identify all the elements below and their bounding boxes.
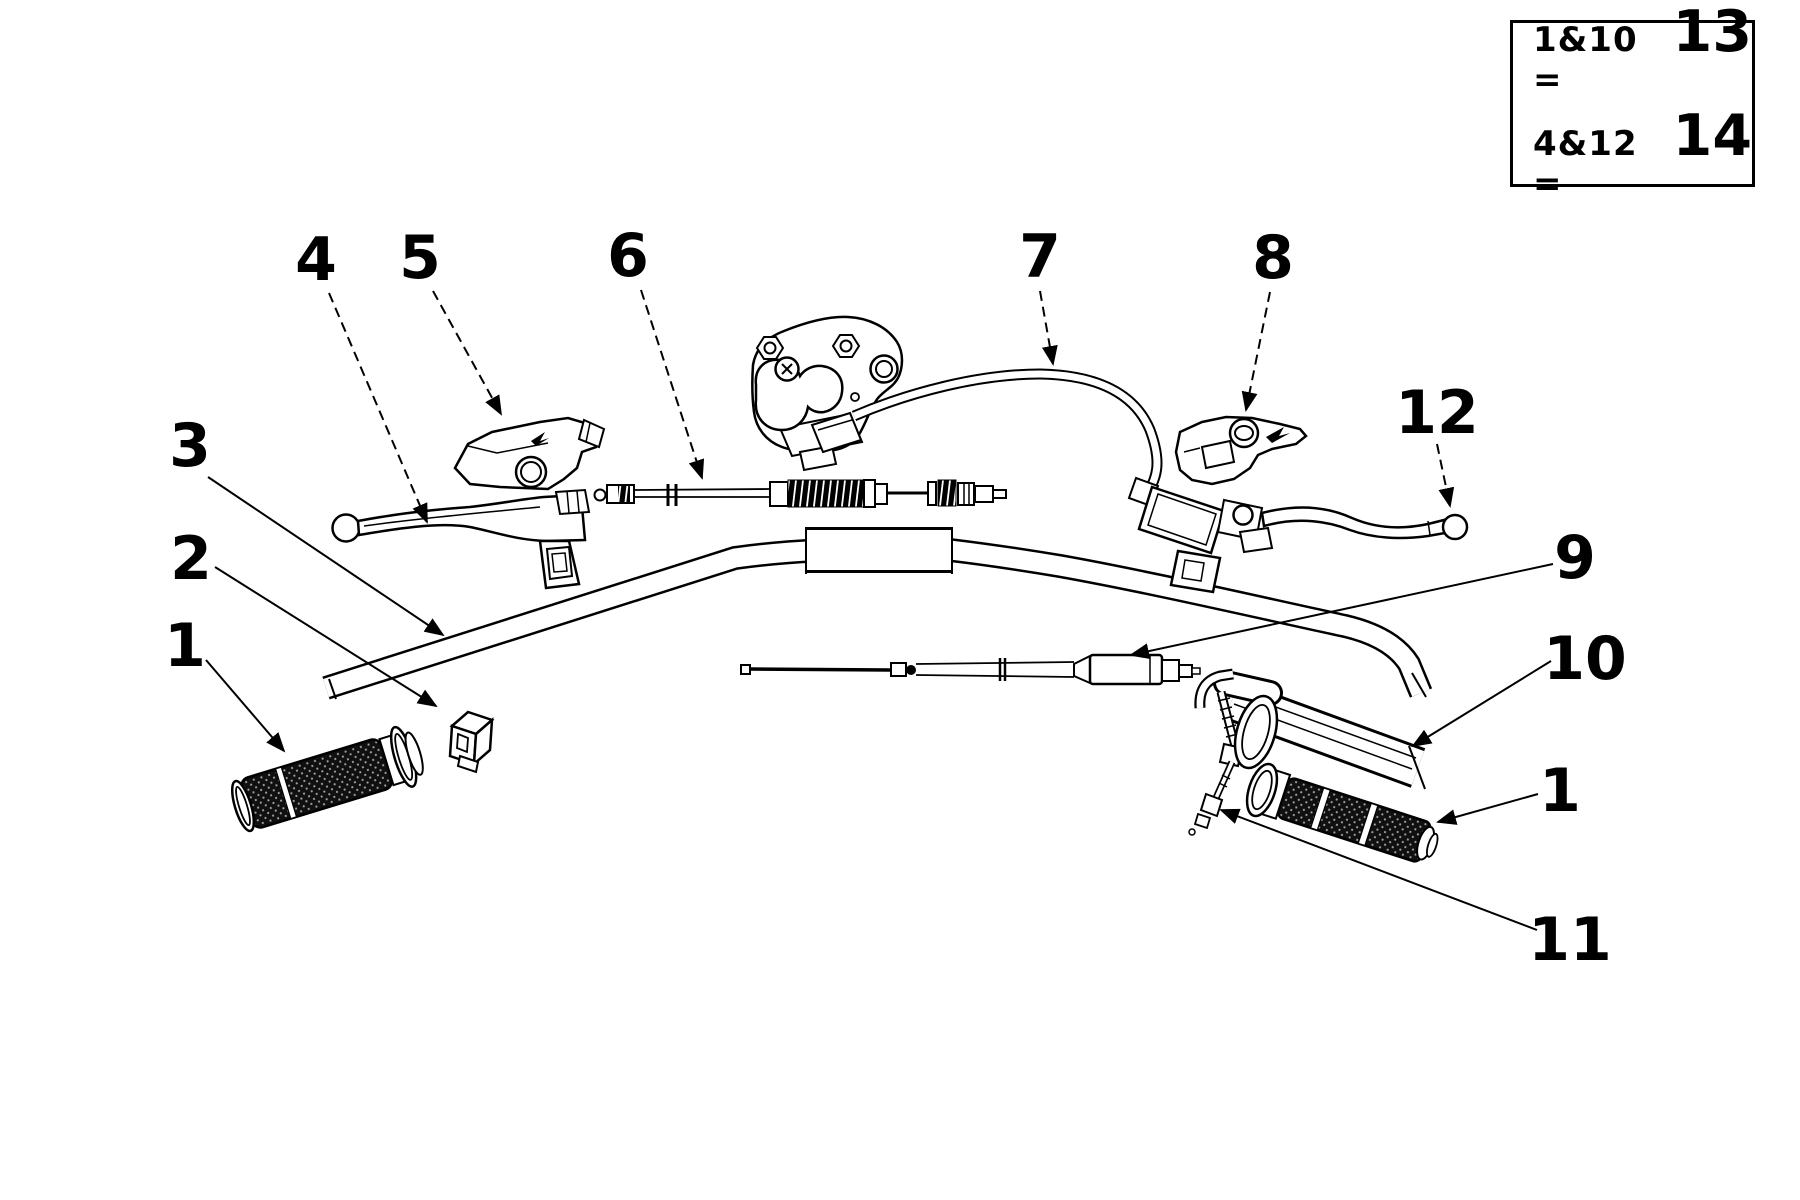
right-grip-drawing: [1245, 762, 1439, 863]
leader-line-10: [1411, 660, 1552, 748]
callout-8: 8: [1252, 223, 1294, 293]
brake-caliper-drawing: [751, 315, 904, 472]
leader-lines: [205, 289, 1554, 931]
right-lever-perch-drawing: [1174, 415, 1308, 486]
callout-6: 6: [607, 221, 649, 291]
leader-line-3: [207, 476, 445, 637]
callout-10: 10: [1543, 624, 1627, 694]
callout-4: 4: [295, 225, 337, 295]
left-lever-perch-drawing: [453, 416, 606, 491]
leader-line-5: [432, 290, 502, 416]
callout-1-right: 1: [1539, 756, 1581, 826]
brake-cable-drawing: [593, 479, 1007, 508]
leader-line-8: [1241, 291, 1271, 412]
brake-hose-drawing: [851, 368, 1163, 508]
callout-9: 9: [1554, 523, 1596, 593]
callout-12: 12: [1395, 378, 1479, 448]
callout-1-left: 1: [164, 611, 206, 681]
throttle-housing-drawing: [1194, 668, 1283, 770]
throttle-clamp-drawing: [448, 710, 495, 774]
leader-line-9: [1129, 563, 1554, 660]
leader-line-1-right: [1436, 793, 1539, 825]
callout-3: 3: [169, 411, 211, 481]
legend-equation-label: 1&10 =: [1533, 19, 1638, 100]
leader-line-6: [640, 289, 705, 480]
leader-line-4: [328, 292, 428, 524]
legend-equation-value: 14: [1672, 102, 1752, 169]
legend-equation-label: 4&12 =: [1533, 123, 1638, 204]
callout-5: 5: [399, 223, 441, 293]
left-brake-lever-drawing: [331, 488, 591, 590]
callout-7: 7: [1019, 222, 1061, 292]
brand-wing-icon: [1266, 427, 1290, 443]
legend-row: 1&10 = 13: [1533, 0, 1752, 100]
brand-wing-icon: [531, 432, 549, 446]
leader-line-7: [1039, 290, 1058, 366]
leader-line-2: [214, 566, 438, 708]
handlebar-drawing: [322, 527, 1433, 700]
throttle-cable-drawing: [740, 653, 1201, 686]
leader-line-11: [1219, 808, 1538, 931]
throttle-lever-drawing: [1188, 760, 1236, 836]
callout-2: 2: [170, 524, 212, 594]
legend-equation-value: 13: [1672, 0, 1752, 65]
leader-line-12: [1436, 443, 1455, 508]
callout-11: 11: [1528, 905, 1612, 975]
left-grip-drawing: [230, 725, 424, 833]
right-brake-lever-drawing: [1260, 506, 1469, 541]
leader-line-1-left: [205, 659, 286, 753]
legend-row: 4&12 = 14: [1533, 102, 1752, 204]
legend-box: 1&10 = 13 4&12 = 14: [1510, 3, 1755, 204]
master-cylinder-drawing: [1137, 485, 1274, 594]
